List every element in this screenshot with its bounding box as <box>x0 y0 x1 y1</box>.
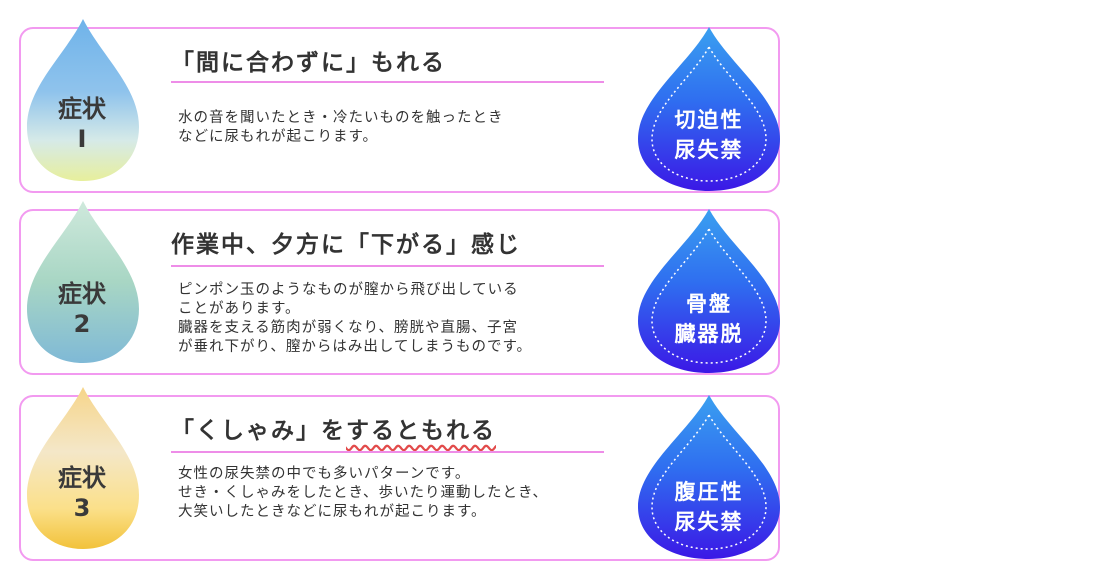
symptom-2-drop: 症状 2 <box>23 197 145 363</box>
symptom-1-description: 水の音を聞いたとき・冷たいものを触ったとき などに尿もれが起こります。 <box>178 110 504 145</box>
heading-rule <box>171 81 604 83</box>
symptom-3-label: 症状 3 <box>58 464 106 522</box>
symptom-2-description: ピンポン玉のようなものが膣から飛び出している ことがあります。 臓器を支える筋肉… <box>178 282 533 355</box>
water-drop-icon <box>27 19 139 181</box>
type-2-label: 骨盤 臓器脱 <box>674 292 744 346</box>
heading-rule <box>171 451 604 453</box>
type-drop-icon <box>638 209 780 373</box>
symptom-3-heading-underlined: するともれる <box>346 418 496 444</box>
type-3-label: 腹圧性 尿失禁 <box>674 480 744 534</box>
symptom-3-description: 女性の尿失禁の中でも多いパターンです。 せき・くしゃみをしたとき、歩いたり運動し… <box>178 466 548 520</box>
symptom-1-heading: 「間に合わずに」もれる <box>171 50 446 76</box>
symptom-card-2: 症状 2 作業中、夕方に「下がる」感じ ピンポン玉のようなものが膣から飛び出して… <box>19 201 780 375</box>
symptom-2-heading: 作業中、夕方に「下がる」感じ <box>171 232 521 258</box>
symptom-1-label: 症状 I <box>58 95 106 153</box>
type-3-drop: 腹圧性 尿失禁 <box>634 391 784 561</box>
type-1-label: 切迫性 尿失禁 <box>674 108 744 162</box>
symptom-card-3: 症状 3 「くしゃみ」をするともれる 女性の尿失禁の中でも多いパターンです。 せ… <box>19 387 780 561</box>
symptom-3-heading-plain: 「くしゃみ」を <box>171 418 346 444</box>
type-2-drop: 骨盤 臓器脱 <box>634 205 784 375</box>
symptom-1-drop: 症状 I <box>23 15 145 181</box>
symptom-card-1: 症状 I 「間に合わずに」もれる 水の音を聞いたとき・冷たいものを触ったとき な… <box>19 19 780 193</box>
water-drop-icon <box>27 387 139 549</box>
type-drop-icon <box>638 27 780 191</box>
symptom-3-heading: 「くしゃみ」をするともれる <box>171 411 496 445</box>
water-drop-icon <box>27 201 139 363</box>
type-1-drop: 切迫性 尿失禁 <box>634 23 784 193</box>
heading-rule <box>171 265 604 267</box>
type-drop-icon <box>638 395 780 559</box>
symptom-2-label: 症状 2 <box>58 280 106 338</box>
symptom-3-drop: 症状 3 <box>23 383 145 549</box>
